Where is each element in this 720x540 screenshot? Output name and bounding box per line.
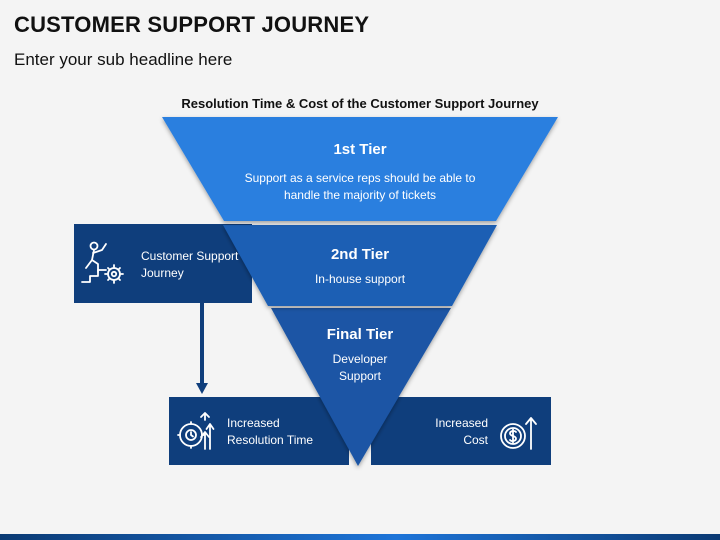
tier-2-text: 2nd Tier In-house support xyxy=(280,246,440,288)
tier-final-description: Developer Support xyxy=(332,352,388,383)
resolution-label: Increased Resolution Time xyxy=(227,416,314,447)
down-arrow-head xyxy=(196,383,208,394)
climber-gear-icon xyxy=(81,241,124,284)
page-subtitle: Enter your sub headline here xyxy=(14,50,233,69)
cost-label: Increased Cost xyxy=(435,416,488,447)
tier-1-shape xyxy=(162,117,558,221)
diagram-title: Resolution Time & Cost of the Customer S… xyxy=(181,96,539,111)
journey-label: Customer Support Journey xyxy=(141,249,239,280)
journey-box xyxy=(74,224,252,303)
tier-1-heading: 1st Tier xyxy=(333,141,387,158)
tier-1-description: Support as a service reps should be able… xyxy=(244,171,476,202)
tier-final-text: Final Tier Developer Support xyxy=(305,326,415,385)
page-title: CUSTOMER SUPPORT JOURNEY xyxy=(14,12,370,37)
tier-final-shape xyxy=(271,308,451,466)
tier-2-heading: 2nd Tier xyxy=(330,246,390,263)
dollar-coin-arrow-icon xyxy=(500,417,537,450)
footer-bar xyxy=(0,534,720,540)
cost-box xyxy=(371,397,551,465)
tier-2-shape xyxy=(223,225,497,306)
resolution-box xyxy=(169,397,349,465)
clock-gear-arrow-icon xyxy=(177,412,215,450)
tier-2-description: In-house support xyxy=(314,272,406,286)
tier-1-text: 1st Tier Support as a service reps shoul… xyxy=(225,141,495,204)
tier-final-heading: Final Tier xyxy=(326,326,394,343)
